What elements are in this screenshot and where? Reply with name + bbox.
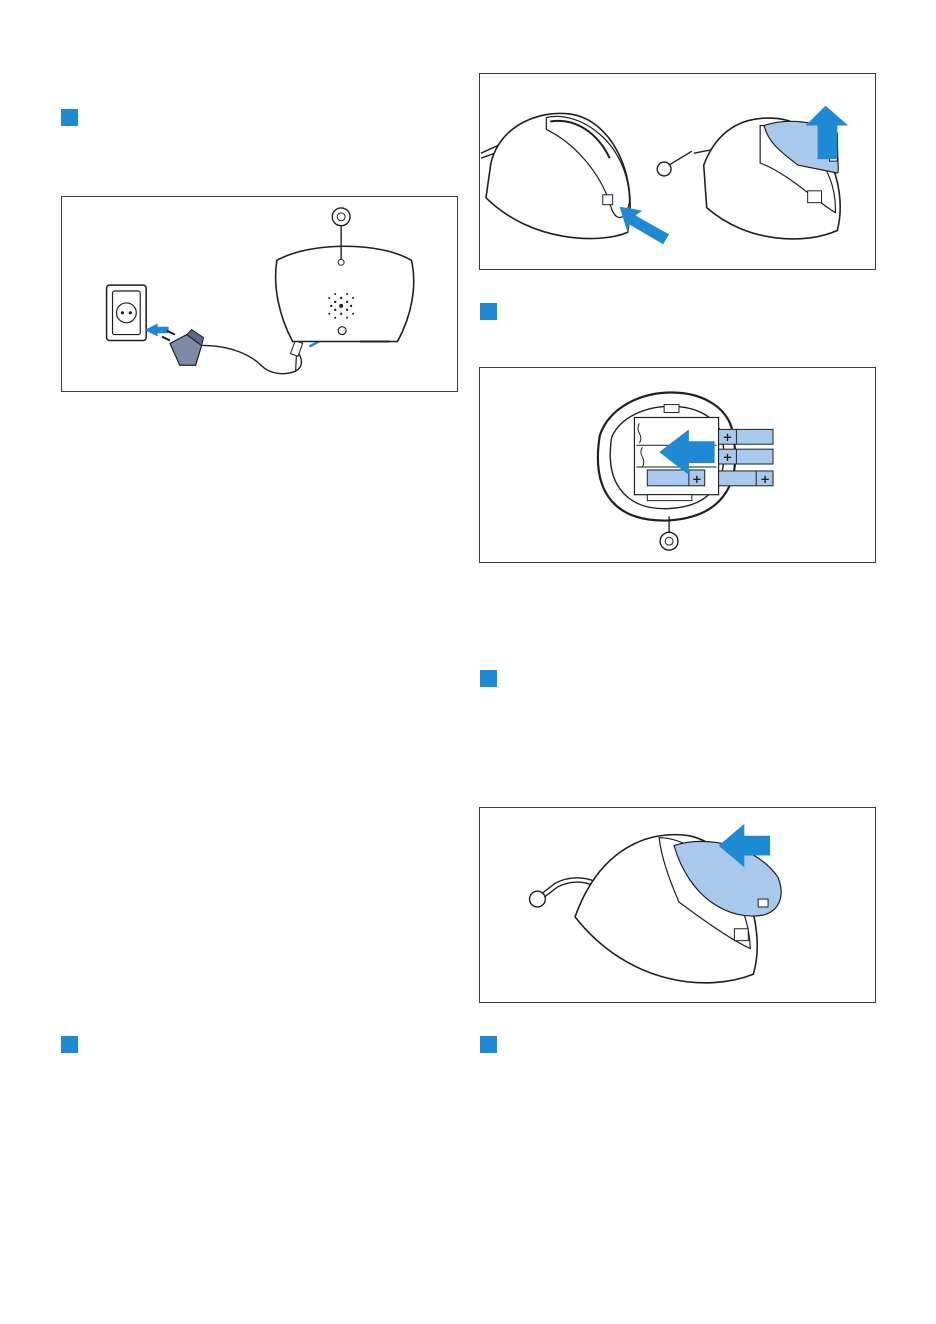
- device-side-icon: [481, 113, 630, 238]
- blue-arrow-icon: [145, 323, 169, 336]
- figure-insert-batteries: + + + +: [479, 367, 876, 563]
- battery-plus-3: +: [723, 450, 733, 464]
- step-marker-left-2: [61, 1036, 78, 1053]
- figure-open-battery-cover: [479, 73, 876, 270]
- blue-arrow-icon: [620, 207, 669, 245]
- battery-icon: +: [719, 471, 773, 486]
- step-marker-left-1: [61, 109, 78, 126]
- step-marker-right-1: [480, 303, 497, 320]
- power-adapter-illustration: [62, 197, 457, 391]
- device-cover-open-icon: [657, 118, 840, 239]
- battery-plus-2: +: [723, 430, 733, 444]
- battery-icon: +: [719, 429, 773, 444]
- battery-icon: +: [647, 470, 704, 486]
- power-adapter-icon: [162, 330, 204, 366]
- battery-icon: +: [719, 449, 773, 464]
- step-marker-right-3: [480, 1036, 497, 1053]
- baby-unit-back-icon: [276, 208, 414, 342]
- close-battery-cover-illustration: [480, 808, 875, 1002]
- figure-power-adapter: [61, 196, 458, 392]
- battery-plus-4: +: [760, 472, 770, 486]
- battery-plus-1: +: [692, 472, 702, 486]
- insert-batteries-illustration: + + + +: [480, 368, 875, 562]
- open-battery-cover-illustration: [480, 74, 875, 269]
- cable-icon: [202, 345, 302, 373]
- step-marker-right-2: [480, 670, 497, 687]
- wall-socket-icon: [107, 285, 147, 340]
- figure-close-battery-cover: [479, 807, 876, 1003]
